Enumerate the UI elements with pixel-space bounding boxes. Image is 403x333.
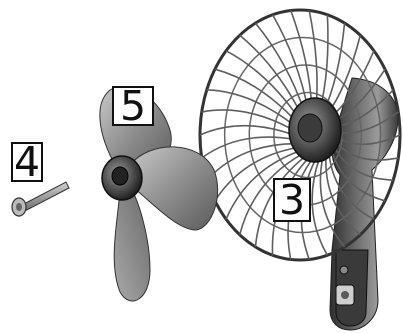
guard-spoke — [202, 110, 295, 131]
callout-blade: 5 — [113, 82, 153, 130]
guard-hub-icon — [289, 98, 341, 162]
guard-spoke — [273, 15, 309, 112]
callout-screw-number: 4 — [14, 138, 40, 186]
guard-spoke — [226, 51, 299, 119]
switch-icon — [340, 266, 348, 274]
callout-guard-number: 3 — [279, 176, 305, 224]
callout-screw: 4 — [12, 138, 42, 186]
callout-blade-number: 5 — [120, 82, 146, 130]
screw-icon — [12, 182, 69, 216]
guard-spoke — [200, 126, 294, 135]
callout-guard: 3 — [274, 176, 310, 224]
guard-spoke — [202, 137, 295, 158]
guard-spoke — [240, 35, 302, 116]
